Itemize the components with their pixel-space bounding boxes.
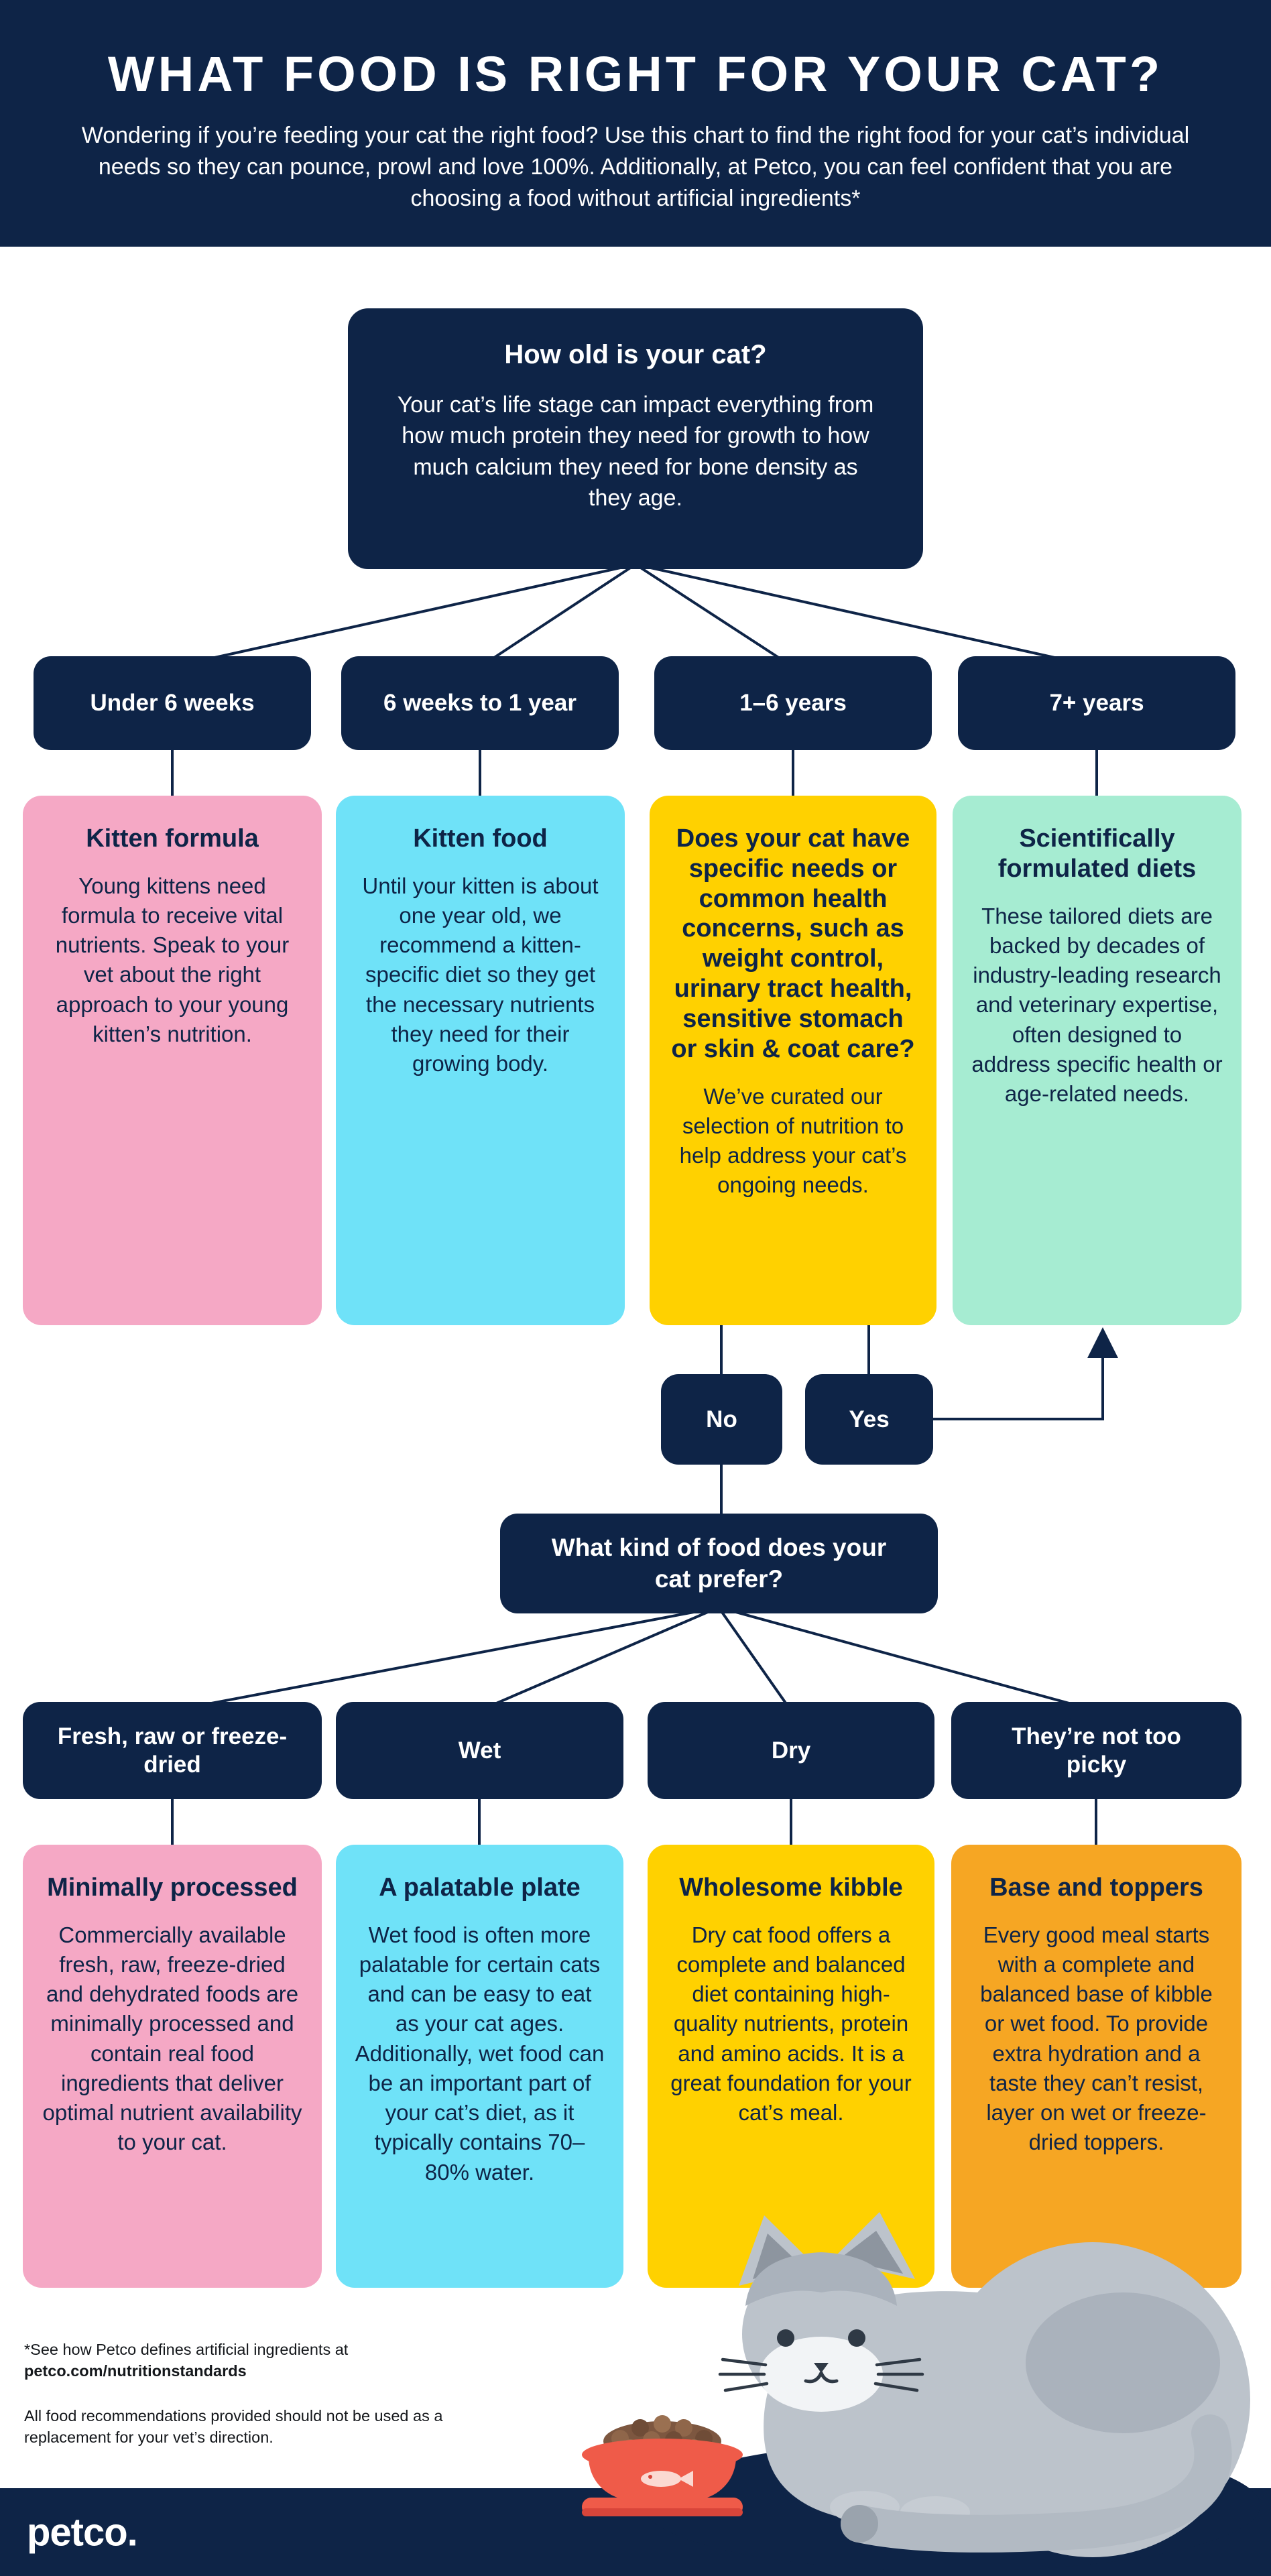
branch-label: 1–6 years (739, 690, 847, 717)
card-title: Scientifically formulated diets (997, 824, 1197, 883)
card-kitten-food: Kitten food Until your kitten is about o… (336, 796, 625, 1325)
card-title: Does your cat have specific needs or com… (671, 824, 915, 1063)
question-title: How old is your cat? (504, 340, 767, 369)
footnotes: *See how Petco defines artificial ingred… (24, 2339, 467, 2449)
page-subtitle: Wondering if you’re feeding your cat the… (81, 123, 1190, 211)
artificial-ingredients-note: *See how Petco defines artificial ingred… (24, 2341, 349, 2358)
pref-branch-dry: Dry (648, 1702, 934, 1799)
footer: petco. (0, 2488, 1271, 2576)
branch-label: 7+ years (1049, 690, 1144, 717)
age-branch-under-6-weeks: Under 6 weeks (34, 656, 311, 750)
card-title: Wholesome kibble (679, 1874, 903, 1902)
card-title: A palatable plate (379, 1874, 581, 1902)
card-title: Minimally processed (47, 1874, 298, 1902)
card-body: Until your kitten is about one year old,… (362, 873, 599, 1077)
branch-label: 6 weeks to 1 year (383, 690, 577, 717)
petco-logo: petco. (27, 2510, 138, 2554)
branch-label: They’re not too picky (1012, 1723, 1181, 1778)
card-body: Young kittens need formula to receive vi… (55, 873, 290, 1046)
no-label: No (706, 1406, 737, 1432)
branch-label: Fresh, raw or freeze-dried (57, 1723, 288, 1778)
pref-branch-fresh-raw-freeze-dried: Fresh, raw or freeze-dried (23, 1702, 322, 1799)
card-base-and-toppers: Base and toppers Every good meal starts … (951, 1845, 1242, 2288)
no-node: No (661, 1374, 782, 1465)
pref-branch-wet: Wet (336, 1702, 623, 1799)
yes-node: Yes (805, 1374, 933, 1465)
question-body: Your cat’s life stage can impact everyth… (397, 392, 874, 511)
card-specific-needs-question: Does your cat have specific needs or com… (650, 796, 936, 1325)
age-branch-7-plus-years: 7+ years (958, 656, 1235, 750)
card-body: Wet food is often more palatable for cer… (355, 1922, 605, 2185)
card-scientifically-formulated-diets: Scientifically formulated diets These ta… (953, 796, 1242, 1325)
header: WHAT FOOD IS RIGHT FOR YOUR CAT? Wonderi… (0, 0, 1271, 247)
arrow-up-icon (1087, 1327, 1118, 1358)
card-palatable-plate: A palatable plate Wet food is often more… (336, 1845, 623, 2288)
card-body: We’ve curated our selection of nutrition… (679, 1083, 907, 1198)
question-node-age: How old is your cat? Your cat’s life sta… (348, 308, 923, 569)
age-branch-1-6-years: 1–6 years (654, 656, 932, 750)
vet-disclaimer: All food recommendations provided should… (24, 2407, 443, 2447)
card-title: Kitten food (413, 824, 548, 853)
card-body: Commercially available fresh, raw, freez… (42, 1922, 302, 2155)
card-wholesome-kibble: Wholesome kibble Dry cat food offers a c… (648, 1845, 934, 2288)
page-title: WHAT FOOD IS RIGHT FOR YOUR CAT? (107, 46, 1164, 102)
branch-label: Under 6 weeks (90, 690, 255, 717)
card-minimally-processed: Minimally processed Commercially availab… (23, 1845, 322, 2288)
nutrition-standards-url: petco.com/nutritionstandards (24, 2362, 247, 2380)
branch-label: Wet (458, 1737, 501, 1764)
card-body: These tailored diets are backed by decad… (971, 903, 1223, 1106)
question-title: What kind of food does your cat prefer? (551, 1534, 887, 1593)
card-kitten-formula: Kitten formula Young kittens need formul… (23, 796, 322, 1325)
yes-label: Yes (849, 1406, 890, 1432)
card-body: Every good meal starts with a complete a… (980, 1922, 1213, 2155)
branch-label: Dry (771, 1737, 811, 1764)
card-title: Kitten formula (86, 824, 259, 853)
age-branch-6-weeks-to-1-year: 6 weeks to 1 year (341, 656, 619, 750)
card-title: Base and toppers (989, 1874, 1203, 1902)
question-node-preference: What kind of food does your cat prefer? (500, 1514, 938, 1613)
card-body: Dry cat food offers a complete and balan… (670, 1922, 912, 2126)
pref-branch-not-too-picky: They’re not too picky (951, 1702, 1242, 1799)
